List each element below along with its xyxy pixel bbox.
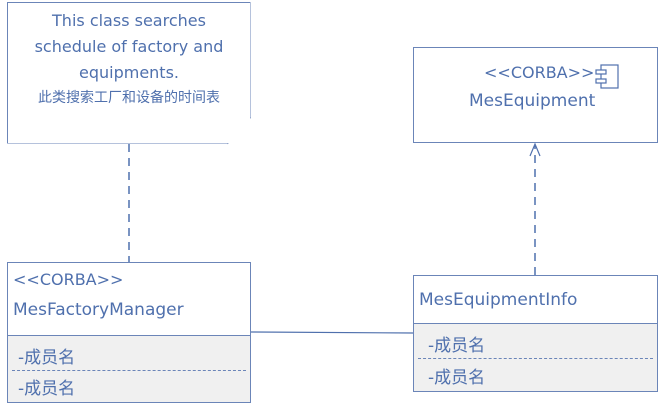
attribute-item: -成员名: [18, 348, 76, 368]
note: [7, 2, 250, 143]
attribute-separator: [12, 370, 246, 371]
mes-factory-manager-attributes: -成员名 -成员名: [8, 335, 250, 402]
mes-equipment-stereotype: <<CORBA>>: [484, 63, 595, 82]
mes-equipment-info-name: MesEquipmentInfo: [419, 290, 578, 310]
association-line: [250, 331, 414, 334]
mes-factory-manager-stereotype: <<CORBA>>: [13, 270, 124, 289]
attribute-item: -成员名: [428, 368, 486, 388]
component-icon: [595, 64, 619, 89]
attribute-item: -成员名: [18, 379, 76, 399]
note-line-4: 此类搜索工厂和设备的时间表: [38, 90, 220, 106]
mes-equipment-box[interactable]: <<CORBA>> MesEquipment: [413, 47, 658, 143]
attribute-item: -成员名: [428, 336, 486, 356]
mes-equipment-info-box[interactable]: MesEquipmentInfo -成员名 -成员名: [413, 275, 658, 392]
note-line-1: This class searches: [52, 11, 206, 30]
mes-equipment-info-attributes: -成员名 -成员名: [414, 323, 657, 391]
mes-equipment-name: MesEquipment: [469, 91, 596, 111]
mes-factory-manager-name: MesFactoryManager: [13, 300, 184, 320]
mes-factory-manager-box[interactable]: <<CORBA>> MesFactoryManager -成员名 -成员名: [7, 262, 251, 403]
note-line-3: equipments.: [78, 63, 179, 82]
note-line-2: schedule of factory and: [34, 37, 224, 56]
note-text: This class searches schedule of factory …: [12, 8, 246, 110]
dependency-arrowhead: [529, 142, 541, 157]
attribute-separator: [418, 358, 653, 359]
